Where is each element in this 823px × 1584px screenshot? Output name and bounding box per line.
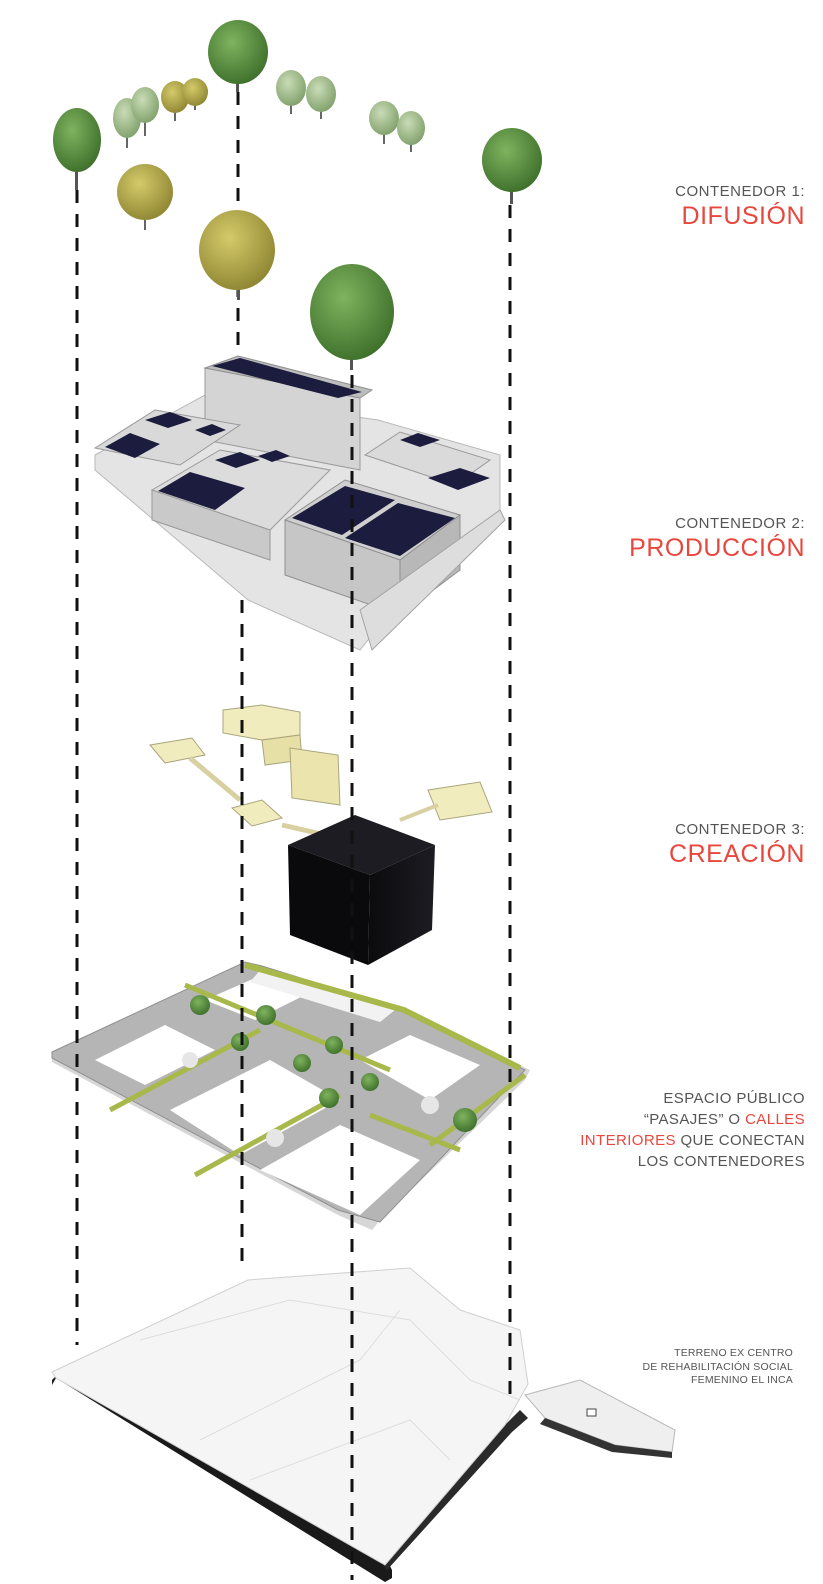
- solar-panel: [145, 412, 192, 428]
- solar-panel: [258, 450, 290, 462]
- creation-volume: [289, 747, 341, 806]
- tree-icon: [266, 1129, 284, 1147]
- tree-icon: [161, 81, 189, 121]
- terrain-lines: [249, 1419, 451, 1481]
- grass-strip: [369, 1112, 461, 1153]
- terrain-line-3: FEMENINO EL INCA: [691, 1374, 793, 1386]
- solar-panel: [428, 468, 490, 490]
- public-space-calles: CALLES: [745, 1111, 805, 1128]
- public-space-plate: [51, 961, 530, 1230]
- grass-strip: [184, 982, 391, 1073]
- public-space-line-4: LOS CONTENEDORES: [637, 1153, 805, 1170]
- tree-icon: [421, 1096, 439, 1114]
- solar-panel: [158, 472, 245, 510]
- tree-icon: [361, 1073, 379, 1091]
- creation-volume: [149, 737, 206, 764]
- solar-panel: [215, 452, 260, 468]
- container-1-name: DIFUSIÓN: [681, 202, 805, 230]
- production-ramp: [359, 509, 506, 651]
- container-3-prefix: CONTENEDOR 3:: [675, 821, 805, 838]
- tree-icon: [199, 210, 275, 300]
- courtyard: [250, 968, 395, 1022]
- production-wing-front: [151, 489, 271, 561]
- public-space-line-3b: QUE CONECTAN: [675, 1132, 805, 1149]
- tree-icon: [53, 108, 101, 190]
- creation-volume: [230, 799, 284, 827]
- tree-icon: [306, 76, 336, 119]
- container-2-label: CONTENEDOR 2: PRODUCCIÓN: [629, 514, 805, 563]
- terrain-lines: [139, 1299, 521, 1401]
- public-space-line-2: “PASAJES” O CALLES: [580, 1109, 805, 1130]
- tree-icon: [256, 1005, 276, 1025]
- creation-block-left: [288, 845, 370, 965]
- tree-icon: [482, 128, 542, 204]
- tree-icon: [325, 1036, 343, 1054]
- tree-icon: [190, 995, 210, 1015]
- tree-icon: [182, 1052, 198, 1068]
- terrain-slab-right-edge: [380, 1410, 528, 1570]
- public-space-label: ESPACIO PÚBLICO “PASAJES” O CALLES INTER…: [580, 1088, 805, 1172]
- grass-strip: [244, 962, 522, 1071]
- solar-panel: [292, 486, 395, 535]
- public-space-interiores: INTERIORES: [580, 1132, 676, 1149]
- courtyard: [360, 1035, 480, 1100]
- solar-panel: [400, 433, 440, 447]
- container-3-label: CONTENEDOR 3: CREACIÓN: [669, 820, 805, 869]
- solar-panel: [345, 503, 455, 556]
- creation-volume: [427, 781, 493, 821]
- terrain-lines: [199, 1309, 401, 1441]
- tree-icon: [453, 1108, 477, 1132]
- terrain-annex-feature: [586, 1408, 597, 1417]
- public-space-line-1: ESPACIO PÚBLICO: [663, 1090, 805, 1107]
- tree-icon: [310, 264, 394, 370]
- creation-walkway: [188, 756, 242, 802]
- creation-block-top: [288, 815, 435, 875]
- container-2-prefix: CONTENEDOR 2:: [675, 515, 805, 532]
- creation-layer: [149, 704, 493, 965]
- courtyard: [260, 1125, 420, 1215]
- container-1-prefix: CONTENEDOR 1:: [675, 183, 805, 200]
- production-layer: [93, 355, 506, 651]
- terrain-label: TERRENO EX CENTRO DE REHABILITACIÓN SOCI…: [643, 1347, 793, 1388]
- container-3-name: CREACIÓN: [669, 840, 805, 868]
- tree-icon: [369, 101, 399, 144]
- creation-walkway: [399, 803, 439, 822]
- solar-panel: [212, 358, 362, 398]
- tree-icon: [208, 20, 268, 92]
- solar-panel: [195, 424, 226, 436]
- creation-block-right: [368, 845, 435, 965]
- tree-icon: [231, 1033, 249, 1051]
- tree-icon: [276, 70, 306, 114]
- terrain-slab: [51, 1267, 676, 1582]
- courtyard: [170, 1060, 340, 1155]
- tree-icon: [182, 78, 208, 110]
- grass-strip: [428, 1072, 527, 1148]
- tree-icon: [293, 1054, 311, 1072]
- tree-icon: [319, 1088, 339, 1108]
- terrain-line-1: TERRENO EX CENTRO: [674, 1347, 793, 1359]
- tree-icon: [397, 111, 425, 152]
- public-space-line-3: INTERIORES QUE CONECTAN: [580, 1130, 805, 1151]
- tree-icon: [131, 87, 159, 136]
- trees-layer: [53, 20, 542, 370]
- creation-volume: [222, 704, 301, 741]
- tree-icon: [117, 164, 173, 230]
- container-2-name: PRODUCCIÓN: [629, 534, 805, 562]
- terrain-line-2: DE REHABILITACIÓN SOCIAL: [642, 1360, 793, 1373]
- terrain-slab-top: [51, 1267, 529, 1566]
- terrain-annex-edge: [540, 1418, 672, 1458]
- solar-panel: [105, 433, 160, 458]
- courtyard: [95, 1025, 215, 1085]
- container-1-label: CONTENEDOR 1: DIFUSIÓN: [675, 182, 805, 231]
- public-space-line-2a: “PASAJES” O: [643, 1111, 746, 1128]
